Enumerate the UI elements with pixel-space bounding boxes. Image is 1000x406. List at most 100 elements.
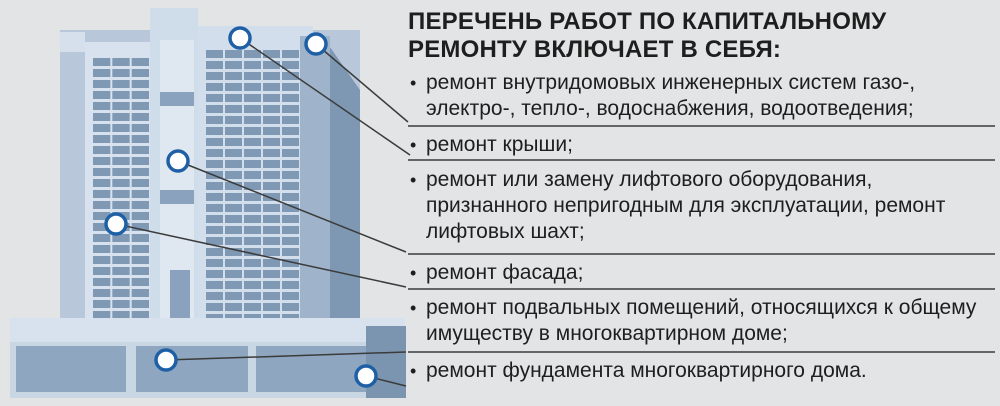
window bbox=[93, 157, 111, 165]
windows-left bbox=[93, 58, 149, 319]
window bbox=[112, 289, 130, 297]
window bbox=[244, 215, 261, 223]
window bbox=[206, 215, 223, 223]
window bbox=[244, 171, 261, 179]
window bbox=[244, 226, 261, 234]
window bbox=[282, 193, 299, 201]
window bbox=[206, 303, 223, 311]
window bbox=[263, 281, 280, 289]
window bbox=[263, 72, 280, 80]
marker-elevator bbox=[166, 149, 190, 173]
window bbox=[131, 267, 149, 275]
window bbox=[93, 223, 111, 231]
window bbox=[93, 256, 111, 264]
window bbox=[131, 146, 149, 154]
window bbox=[131, 113, 149, 121]
window bbox=[225, 61, 242, 69]
window bbox=[93, 102, 111, 110]
building-right-parapet bbox=[300, 36, 330, 326]
window bbox=[93, 113, 111, 121]
window bbox=[93, 124, 111, 132]
window bbox=[206, 72, 223, 80]
window bbox=[282, 215, 299, 223]
window bbox=[206, 270, 223, 278]
podium-window-3 bbox=[256, 346, 366, 392]
window bbox=[244, 61, 261, 69]
list-item: • ремонт или замену лифтового оборудован… bbox=[410, 167, 995, 245]
windows-right bbox=[206, 50, 299, 322]
podium-window-2 bbox=[136, 346, 248, 392]
window bbox=[244, 237, 261, 245]
window bbox=[131, 223, 149, 231]
window bbox=[93, 80, 111, 88]
window bbox=[263, 303, 280, 311]
list-item-text: ремонт фасада; bbox=[426, 261, 584, 284]
leader-line-basement bbox=[165, 351, 407, 361]
window bbox=[263, 127, 280, 135]
window bbox=[225, 50, 242, 58]
list-item-text: ремонт или замену лифтового оборудования… bbox=[426, 168, 946, 243]
window bbox=[131, 300, 149, 308]
window bbox=[93, 190, 111, 198]
window bbox=[263, 149, 280, 157]
list-item: • ремонт подвальных помещений, относящих… bbox=[410, 295, 995, 347]
window bbox=[112, 146, 130, 154]
window bbox=[112, 113, 130, 121]
window bbox=[225, 149, 242, 157]
window bbox=[225, 237, 242, 245]
bullet-icon: • bbox=[410, 135, 417, 155]
window bbox=[244, 105, 261, 113]
window bbox=[263, 259, 280, 267]
window bbox=[263, 182, 280, 190]
building-pillar-mid bbox=[160, 92, 194, 106]
window bbox=[263, 116, 280, 124]
marker-roof bbox=[228, 26, 252, 50]
building-podium-top bbox=[10, 318, 405, 342]
window bbox=[263, 83, 280, 91]
window bbox=[225, 226, 242, 234]
window bbox=[244, 116, 261, 124]
window bbox=[282, 281, 299, 289]
list-item: • ремонт крыши; bbox=[410, 132, 995, 158]
window bbox=[112, 256, 130, 264]
window bbox=[244, 204, 261, 212]
window bbox=[112, 80, 130, 88]
window bbox=[131, 256, 149, 264]
window bbox=[206, 105, 223, 113]
window bbox=[282, 116, 299, 124]
bullet-icon: • bbox=[410, 298, 417, 318]
window bbox=[93, 234, 111, 242]
window bbox=[244, 138, 261, 146]
leader-line-elevator bbox=[177, 160, 407, 253]
window bbox=[206, 50, 223, 58]
building-pillar-mid-3 bbox=[170, 270, 190, 320]
leader-line-facade bbox=[115, 223, 407, 288]
window bbox=[263, 50, 280, 58]
window bbox=[206, 116, 223, 124]
window bbox=[131, 190, 149, 198]
window bbox=[112, 168, 130, 176]
list-item: • ремонт внутридомовых инженерных систем… bbox=[410, 70, 995, 122]
window bbox=[282, 259, 299, 267]
window bbox=[112, 69, 130, 77]
window bbox=[131, 58, 149, 66]
window bbox=[93, 146, 111, 154]
window bbox=[206, 83, 223, 91]
window bbox=[263, 204, 280, 212]
window bbox=[282, 237, 299, 245]
window bbox=[244, 193, 261, 201]
window bbox=[131, 234, 149, 242]
window bbox=[131, 157, 149, 165]
window bbox=[282, 204, 299, 212]
window bbox=[263, 61, 280, 69]
podium-side bbox=[366, 326, 406, 398]
podium-window-1 bbox=[16, 346, 126, 392]
window bbox=[263, 237, 280, 245]
window bbox=[225, 259, 242, 267]
window bbox=[93, 311, 111, 319]
window bbox=[282, 94, 299, 102]
window bbox=[93, 135, 111, 143]
window bbox=[244, 303, 261, 311]
window bbox=[206, 292, 223, 300]
building-side-facade bbox=[325, 40, 360, 322]
